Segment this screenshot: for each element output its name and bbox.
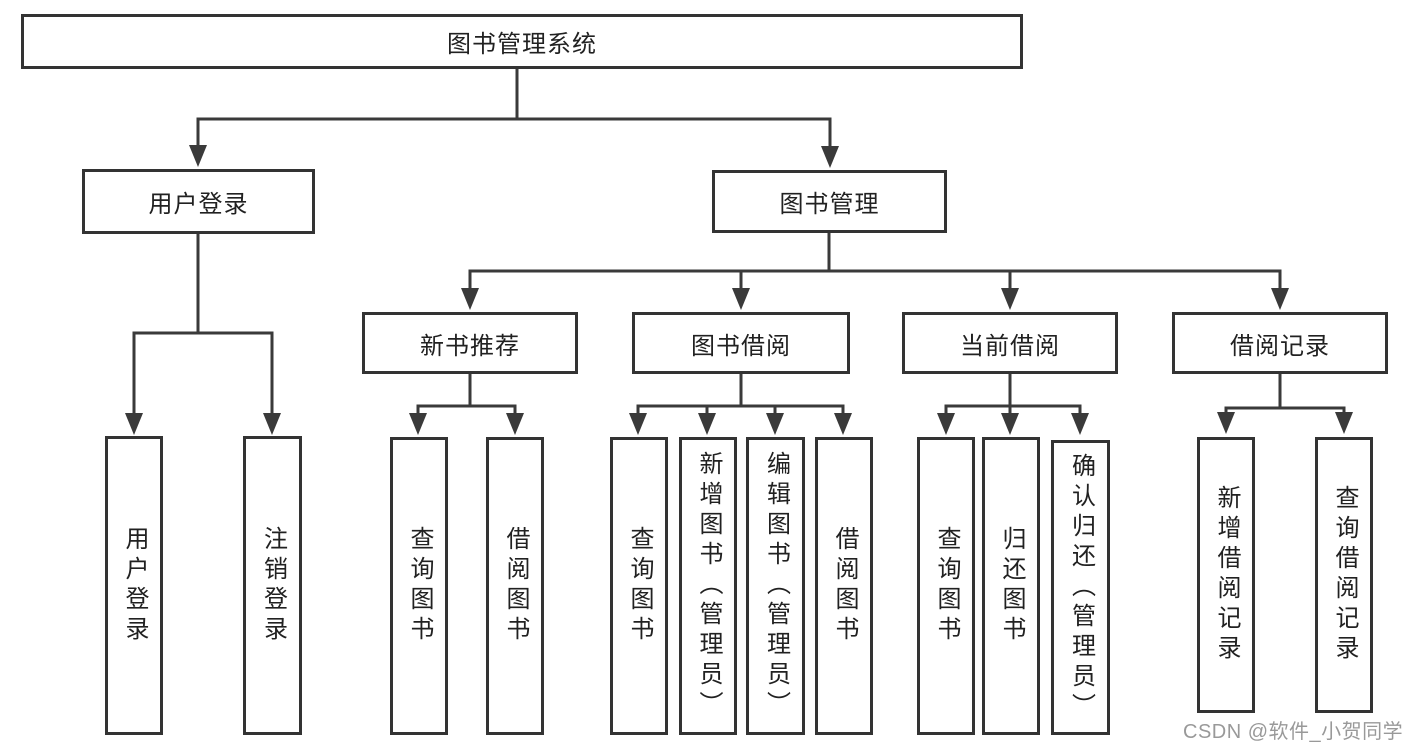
node-label: 新增借阅记录 [1213, 485, 1240, 665]
node-label: 查询图书 [933, 526, 960, 646]
node-borrowing-records: 借阅记录 [1172, 312, 1388, 374]
node-leaf-bb-borrow-books: 借阅图书 [815, 437, 873, 735]
arrow-down-icon [732, 288, 750, 310]
node-leaf-cb-return-books: 归还图书 [982, 437, 1040, 735]
node-user-login: 用户登录 [82, 169, 315, 234]
node-leaf-cb-query-books: 查询图书 [917, 437, 975, 735]
node-label: 图书借阅 [691, 332, 791, 360]
arrow-down-icon [629, 413, 647, 435]
connector-currentborrowing-children [944, 372, 1082, 419]
arrow-down-icon [189, 145, 207, 167]
node-leaf-bb-edit-books-admin: 编辑图书（管理员） [746, 437, 805, 735]
arrowheads [125, 145, 1353, 435]
arrow-down-icon [834, 413, 852, 435]
node-label: 借阅图书 [831, 526, 858, 646]
node-leaf-bb-query-books: 查询图书 [610, 437, 668, 735]
connector-bookmanagement-to-level3 [468, 231, 1282, 294]
node-label: 借阅记录 [1230, 332, 1330, 360]
arrow-down-icon [506, 413, 524, 435]
arrow-down-icon [766, 413, 784, 435]
node-label: 图书管理系统 [447, 31, 597, 58]
node-label: 用户登录 [121, 525, 148, 646]
node-leaf-user-login: 用户登录 [105, 436, 163, 735]
node-leaf-cb-confirm-return-admin: 确认归还（管理员） [1051, 440, 1110, 735]
node-label: 查询图书 [406, 526, 433, 646]
node-current-borrowing: 当前借阅 [902, 312, 1118, 374]
node-library-system: 图书管理系统 [21, 14, 1023, 69]
node-label: 图书管理 [779, 191, 880, 218]
csdn-watermark: CSDN @软件_小贺同学 [1183, 721, 1404, 743]
node-label: 查询图书 [626, 526, 653, 646]
arrow-down-icon [461, 288, 479, 310]
arrow-down-icon [125, 413, 143, 435]
arrow-down-icon [1271, 288, 1289, 310]
connector-bookborrowing-children [636, 372, 845, 419]
node-leaf-br-query-record: 查询借阅记录 [1315, 437, 1373, 713]
node-leaf-bb-add-books-admin: 新增图书（管理员） [679, 437, 737, 735]
arrow-down-icon [1001, 413, 1019, 435]
arrow-down-icon [937, 413, 955, 435]
arrow-down-icon [1217, 412, 1235, 434]
node-leaf-nbr-borrow-books: 借阅图书 [486, 437, 544, 735]
node-label: 确认归还（管理员） [1067, 452, 1095, 723]
arrow-down-icon [1001, 288, 1019, 310]
arrow-down-icon [1335, 412, 1353, 434]
connector-borrowrecords-children [1224, 372, 1346, 418]
connector-root-to-level2 [196, 67, 832, 152]
connector-userlogin-children [132, 232, 274, 419]
node-leaf-br-add-record: 新增借阅记录 [1197, 437, 1255, 713]
arrow-down-icon [409, 413, 427, 435]
node-label: 新书推荐 [420, 332, 520, 360]
node-label: 借阅图书 [502, 526, 529, 646]
node-label: 新增图书（管理员） [695, 451, 722, 721]
node-book-management: 图书管理 [712, 170, 947, 233]
arrow-down-icon [821, 146, 839, 168]
node-leaf-nbr-query-books: 查询图书 [390, 437, 448, 735]
node-book-borrowing: 图书借阅 [632, 312, 850, 374]
node-label: 归还图书 [998, 526, 1025, 646]
connector-newbook-children [416, 372, 517, 419]
node-label: 查询借阅记录 [1331, 485, 1358, 665]
node-label: 用户登录 [148, 191, 249, 218]
node-label: 注销登录 [259, 525, 287, 646]
arrow-down-icon [1071, 413, 1089, 435]
node-new-book-recommendation: 新书推荐 [362, 312, 578, 374]
node-label: 编辑图书（管理员） [762, 451, 790, 721]
arrow-down-icon [263, 413, 281, 435]
node-label: 当前借阅 [960, 332, 1060, 360]
node-leaf-logout: 注销登录 [243, 436, 302, 735]
arrow-down-icon [698, 413, 716, 435]
